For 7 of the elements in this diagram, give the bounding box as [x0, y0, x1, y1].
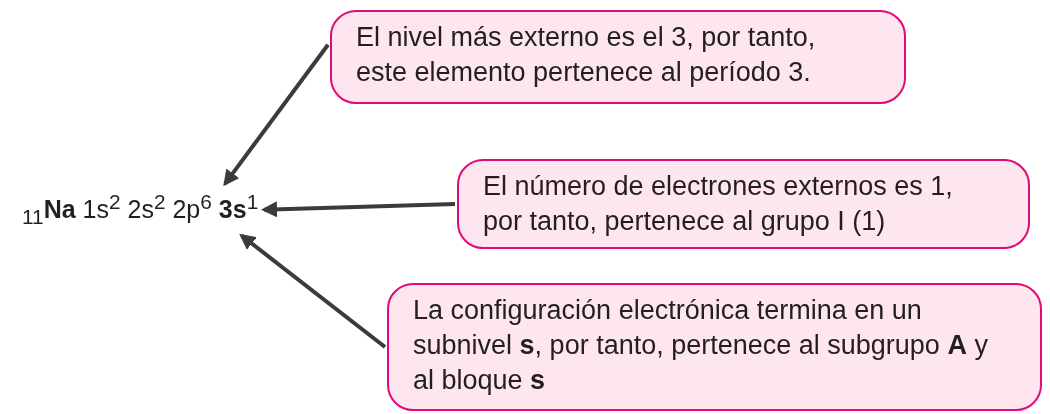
- callout-box: El número de electrones externos es 1, por tanto, pertenece al grupo I (1): [457, 159, 1030, 249]
- callout-box: La configuración electrónica termina en un subnivel s, por tanto, pertenece al subgrupo A y al bloque s: [387, 283, 1042, 411]
- callout-box: El nivel más externo es el 3, por tanto, este elemento pertenece al período 3.: [330, 10, 906, 104]
- electron-configuration: $_{11}$Na 1s$^{2}$ 2s$^{2}$ 2p$^{6}$ 3s$^{1}$: [22, 186, 259, 234]
- arrow: [223, 43, 330, 187]
- arrow: [239, 233, 387, 349]
- arrow: [261, 201, 456, 218]
